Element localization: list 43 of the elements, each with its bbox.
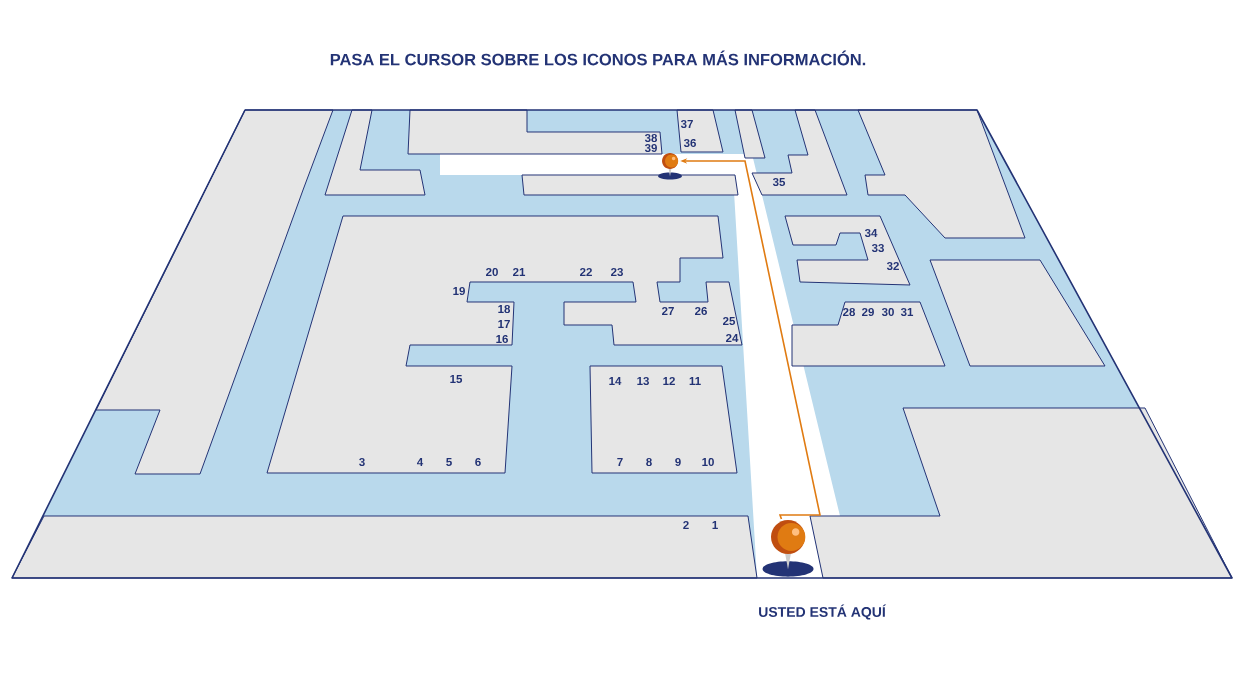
callout-number: 19	[453, 286, 465, 296]
callout-number: 17	[498, 320, 510, 328]
callout-number: 34	[864, 228, 878, 238]
callout-number: 15	[450, 375, 463, 383]
callout-number: 21	[513, 268, 526, 276]
location-pin	[762, 520, 814, 577]
callout-number: 35	[772, 177, 786, 187]
callout-number: 13	[637, 376, 649, 386]
callout-number: 6	[475, 457, 481, 467]
callout-number: 23	[611, 267, 623, 277]
location-pin	[658, 153, 682, 180]
callout-number: 30	[881, 307, 894, 317]
callout-number: 4	[417, 458, 424, 466]
title: PASA EL CURSOR SOBRE LOS ICONOS PARA MÁS INFORMACIÓN.	[330, 50, 866, 66]
callout-number: 7	[617, 458, 623, 466]
callout-number: 12	[663, 377, 675, 385]
callout-number: 29	[862, 307, 874, 317]
callout-number: 36	[683, 138, 696, 148]
callout-number: 31	[900, 307, 914, 317]
callout-number: 33	[871, 243, 884, 253]
callout-number: 25	[723, 316, 736, 326]
callout-number: 9	[675, 457, 681, 467]
callout-number: 26	[695, 306, 707, 316]
callout-number: 39	[644, 143, 657, 153]
location-caption: USTED ESTÁ AQUÍ	[759, 604, 887, 620]
callout-number: 8	[646, 457, 652, 467]
callout-number: 37	[680, 119, 693, 129]
callout-number: 5	[446, 458, 452, 466]
callout-number: 16	[496, 334, 508, 344]
callout-number: 28	[843, 307, 856, 317]
callout-number: 20	[486, 267, 498, 277]
callout-number: 11	[689, 377, 701, 385]
callout-number: 18	[498, 304, 511, 314]
callout-number: 3	[359, 457, 365, 467]
callout-number: 2	[683, 521, 689, 529]
callout-number: 32	[886, 261, 899, 271]
callout-number: 24	[726, 334, 739, 342]
callout-number: 14	[609, 377, 622, 385]
callout-number: 38	[644, 133, 658, 143]
callout-number: 27	[662, 307, 674, 315]
callout-number: 10	[702, 457, 714, 467]
callout-number: 1	[712, 521, 718, 529]
callout-number: 22	[580, 268, 592, 276]
